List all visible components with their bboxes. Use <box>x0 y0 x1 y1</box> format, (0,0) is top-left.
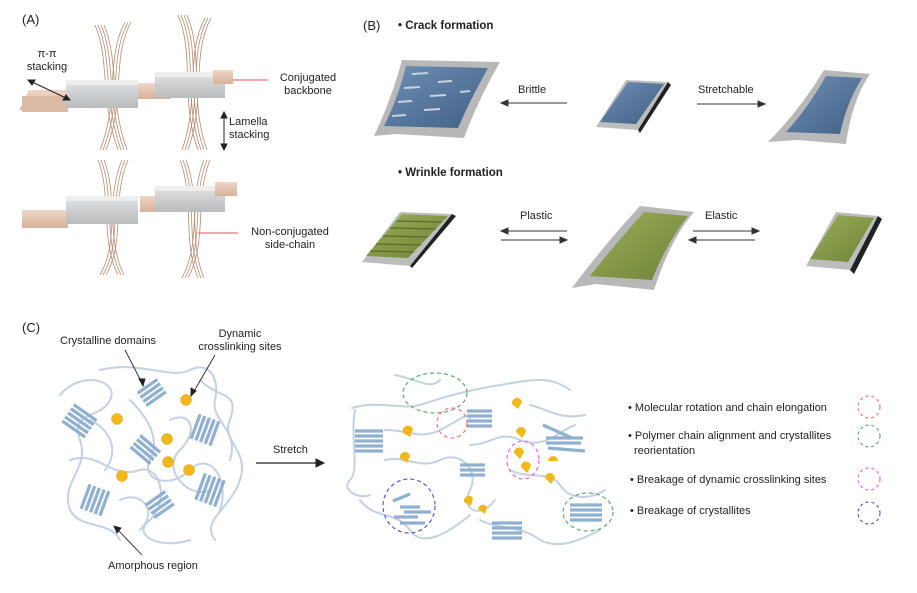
crack-formation-heading: • Crack formation <box>398 20 494 32</box>
brittle-arrow <box>499 99 567 107</box>
film-pristine-blue <box>596 80 671 133</box>
highlight-alignment-2 <box>562 492 614 532</box>
film-stretched-blue <box>768 70 870 144</box>
crystals-left <box>61 378 226 519</box>
crystalline-domains-label: Crystalline domains <box>60 335 156 347</box>
highlight-rotation <box>436 407 468 439</box>
film-pristine-green <box>806 212 882 274</box>
panel-a-label: (A) <box>22 12 40 27</box>
annotation-pointers-c <box>113 349 216 556</box>
panel-b-label: (B) <box>363 18 381 33</box>
plastic-label: Plastic <box>520 210 553 222</box>
pi-stacking-arrow <box>26 79 72 101</box>
conjugated-backbone-line2: backbone <box>284 85 332 97</box>
legend-text: • Breakage of dynamic crosslinking sites <box>630 474 827 486</box>
crystals-right <box>355 409 602 540</box>
plastic-arrows <box>499 227 569 244</box>
stretch-label: Stretch <box>273 444 308 456</box>
stretch-arrow <box>256 458 326 468</box>
backbone-top <box>19 70 233 112</box>
lamella-arrow <box>220 110 228 152</box>
highlight-alignment-1 <box>402 372 468 414</box>
amorphous-region-label: Amorphous region <box>108 560 198 572</box>
legend-text-cont: reorientation <box>634 445 696 457</box>
lamella-line1: Lamella <box>229 116 268 128</box>
highlight-crystallite-breakage <box>382 478 436 534</box>
side-chain-label: Non-conjugated side-chain <box>240 226 340 252</box>
wrinkle-formation-heading: • Wrinkle formation <box>398 167 503 179</box>
conjugated-backbone-line1: Conjugated <box>279 72 337 84</box>
crosslink-sites-right <box>399 397 558 514</box>
legend-text: • Breakage of crystallites <box>630 505 751 517</box>
dynamic-sites-line1: Dynamic <box>218 328 262 340</box>
side-chain-line1: Non-conjugated <box>251 226 329 238</box>
legend-item-crystallites: • Breakage of crystallites <box>628 490 917 520</box>
pi-stacking-line1: π-π <box>37 48 57 60</box>
dynamic-sites-line2: crosslinking sites <box>198 341 282 353</box>
stretchable-arrow <box>697 100 767 108</box>
stretchable-label: Stretchable <box>698 84 754 96</box>
side-chain-line2: side-chain <box>264 239 316 251</box>
pi-stacking-line2: stacking <box>26 61 68 73</box>
legend-text: • Polymer chain alignment and crystallit… <box>628 430 832 442</box>
legend-item-rotation: • Molecular rotation and chain elongatio… <box>628 390 917 420</box>
legend-item-crosslink: • Breakage of dynamic crosslinking sites <box>628 454 917 490</box>
backbone-bottom <box>22 182 237 228</box>
legend-item-alignment: • Polymer chain alignment and crystallit… <box>628 420 917 457</box>
crosslink-sites-left <box>111 394 195 482</box>
brittle-label: Brittle <box>518 84 547 96</box>
legend-text: • Molecular rotation and chain elongatio… <box>628 402 827 414</box>
highlight-crosslink-breakage <box>506 440 540 480</box>
conjugated-backbone-label: Conjugated backbone <box>268 72 348 98</box>
elastic-label: Elastic <box>705 210 738 222</box>
lamella-stacking-label: Lamella stacking <box>229 116 269 142</box>
dynamic-sites-label: Dynamic crosslinking sites <box>190 328 290 354</box>
amorphous-chains-left <box>59 366 243 545</box>
amorphous-chains-right <box>346 374 606 546</box>
mechanism-legend: • Molecular rotation and chain elongatio… <box>628 390 917 520</box>
panel-c-label: (C) <box>22 320 41 335</box>
film-stretched-green <box>572 206 694 290</box>
film-cracked <box>374 60 500 138</box>
pi-stacking-label: π-π stacking <box>22 48 72 74</box>
lamella-line2: stacking <box>229 129 270 141</box>
film-wrinkled <box>362 212 456 268</box>
elastic-arrows <box>687 227 761 244</box>
